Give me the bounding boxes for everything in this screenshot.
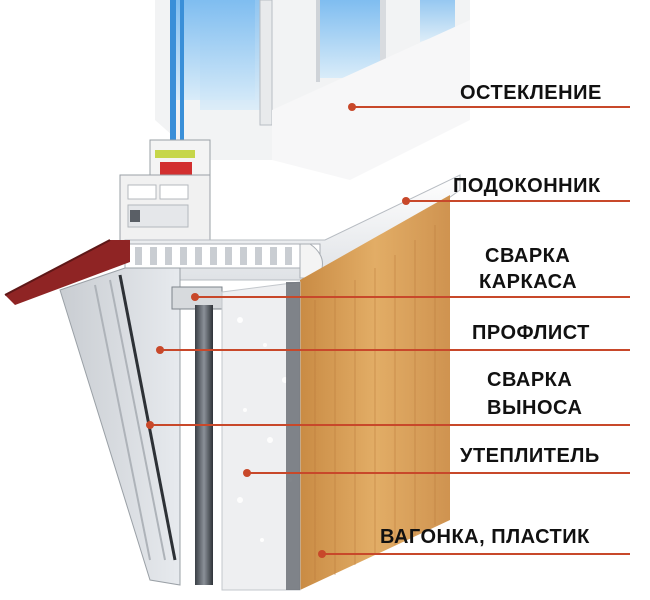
label-frame-weld-line1: СВАРКА <box>485 245 571 267</box>
insulation-foam <box>221 281 301 591</box>
label-sill: ПОДОКОННИК <box>453 175 601 197</box>
profiled-sheet <box>59 267 181 586</box>
leader-glazing <box>352 106 630 108</box>
label-profsheet: ПРОФЛИСТ <box>472 322 590 344</box>
marker-profsheet <box>156 346 164 354</box>
leader-lining <box>322 553 630 555</box>
label-lining: ВАГОНКА, ПЛАСТИК <box>380 526 590 548</box>
label-extension-weld-line2: ВЫНОСА <box>487 397 583 419</box>
leader-insulation <box>247 472 630 474</box>
label-insulation: УТЕПЛИТЕЛЬ <box>460 445 600 467</box>
marker-insulation <box>243 469 251 477</box>
marker-frame-weld <box>191 293 199 301</box>
window-glazing <box>155 0 470 180</box>
wood-lining-panel <box>300 195 450 590</box>
label-frame-weld-line2: КАРКАСА <box>479 271 578 293</box>
leader-sill <box>406 200 630 202</box>
leader-profsheet <box>160 349 630 351</box>
marker-extension-weld <box>146 421 154 429</box>
marker-sill <box>402 197 410 205</box>
label-extension-weld-line1: СВАРКА <box>487 369 573 391</box>
leader-extension-weld <box>150 424 630 426</box>
window-frame-profile <box>119 139 211 246</box>
marker-glazing <box>348 103 356 111</box>
marker-lining <box>318 550 326 558</box>
windowsill-board <box>124 174 461 281</box>
metal-flashing <box>4 239 130 305</box>
leader-frame-weld <box>195 296 630 298</box>
label-glazing: ОСТЕКЛЕНИЕ <box>460 82 602 104</box>
